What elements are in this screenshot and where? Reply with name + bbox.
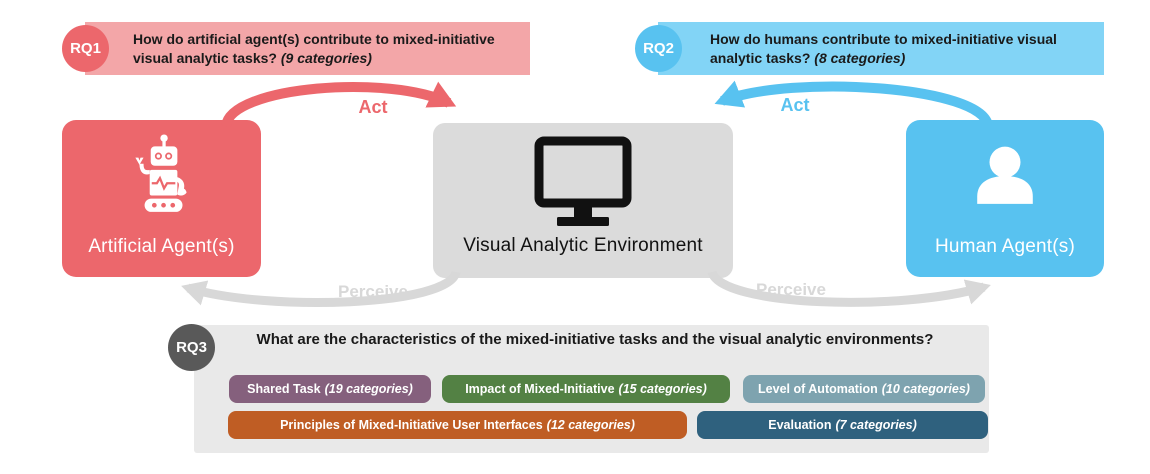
visual-analytic-environment-box: Visual Analytic Environment [433,123,733,278]
rq1-question: How do artificial agent(s) contribute to… [133,30,495,66]
tag-automation-count: (10 categories) [881,382,970,396]
perceive-label-right: Perceive [756,280,826,299]
rq2-question: How do humans contribute to mixed-initia… [710,30,1057,66]
tag-principles-of-mixed-initiative: Principles of Mixed-Initiative User Inte… [228,411,687,439]
monitor-icon [534,136,632,226]
rq1-category-count: (9 categories) [280,49,372,66]
rq2-category-count: (8 categories) [814,49,906,66]
tag-principles-count: (12 categories) [546,418,635,432]
tag-impact-of-mixed-initiative: Impact of Mixed-Initiative (15 categorie… [442,375,730,403]
act-label-left: Act [358,97,388,117]
tag-evaluation-label: Evaluation [768,418,832,432]
artificial-agents-box: Artificial Agent(s) [62,120,261,277]
rq1-banner: How do artificial agent(s) contribute to… [85,22,530,75]
tag-shared-task: Shared Task (19 categories) [229,375,431,403]
tag-evaluation-count: (7 categories) [835,418,917,432]
rq2-badge: RQ2 [635,25,682,72]
visual-analytic-environment-label: Visual Analytic Environment [463,235,703,256]
rq3-question: What are the characteristics of the mixe… [256,331,934,348]
tag-impact-count: (15 categories) [618,382,707,396]
tag-shared-task-label: Shared Task [247,382,321,396]
human-agents-box: Human Agent(s) [906,120,1104,277]
perceive-label-left: Perceive [338,282,408,301]
robot-icon [134,134,187,212]
rq3-badge: RQ3 [168,324,215,371]
human-agents-label: Human Agent(s) [934,236,1076,257]
tag-evaluation: Evaluation (7 categories) [697,411,988,439]
artificial-agents-label: Artificial Agent(s) [88,236,235,257]
tag-principles-label: Principles of Mixed-Initiative User Inte… [280,418,543,432]
person-icon [977,146,1033,204]
tag-impact-label: Impact of Mixed-Initiative [465,382,615,396]
tag-automation-label: Level of Automation [758,382,878,396]
rq2-banner: How do humans contribute to mixed-initia… [658,22,1104,75]
rq1-badge: RQ1 [62,25,109,72]
tag-shared-task-count: (19 categories) [324,382,413,396]
tag-level-of-automation: Level of Automation (10 categories) [743,375,985,403]
act-label-right: Act [780,95,810,115]
